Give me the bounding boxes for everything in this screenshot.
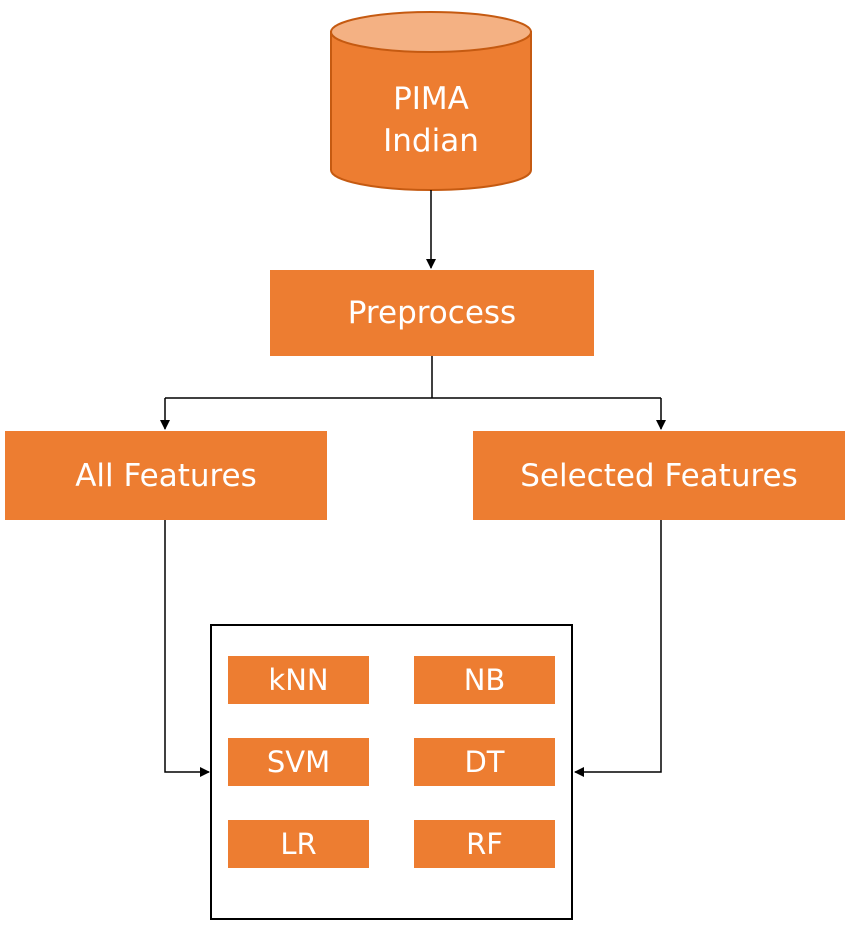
model-box-rf: RF — [414, 820, 555, 868]
model-label-knn: kNN — [268, 663, 329, 697]
all-features-label: All Features — [75, 457, 257, 494]
model-box-dt: DT — [414, 738, 555, 786]
model-label-dt: DT — [464, 745, 505, 779]
database-label-line1: PIMA — [393, 81, 469, 117]
arrow-all-features-to-models — [164, 520, 210, 777]
model-label-rf: RF — [466, 827, 503, 861]
model-box-nb: NB — [414, 656, 555, 704]
preprocess-label: Preprocess — [347, 295, 517, 331]
selected-features-box: Selected Features — [473, 431, 845, 520]
preprocess-box: Preprocess — [270, 270, 594, 356]
selected-features-label: Selected Features — [520, 457, 798, 494]
model-label-nb: NB — [463, 663, 506, 697]
model-box-lr: LR — [228, 820, 369, 868]
arrow-selected-features-to-models — [574, 520, 662, 777]
all-features-box: All Features — [5, 431, 327, 520]
database-label-line2: Indian — [383, 123, 479, 159]
model-box-svm: SVM — [228, 738, 369, 786]
model-label-lr: LR — [280, 827, 317, 861]
database-cylinder-icon — [330, 11, 532, 191]
model-label-svm: SVM — [266, 745, 331, 779]
database-label: PIMA Indian — [331, 70, 531, 170]
model-box-knn: kNN — [228, 656, 369, 704]
